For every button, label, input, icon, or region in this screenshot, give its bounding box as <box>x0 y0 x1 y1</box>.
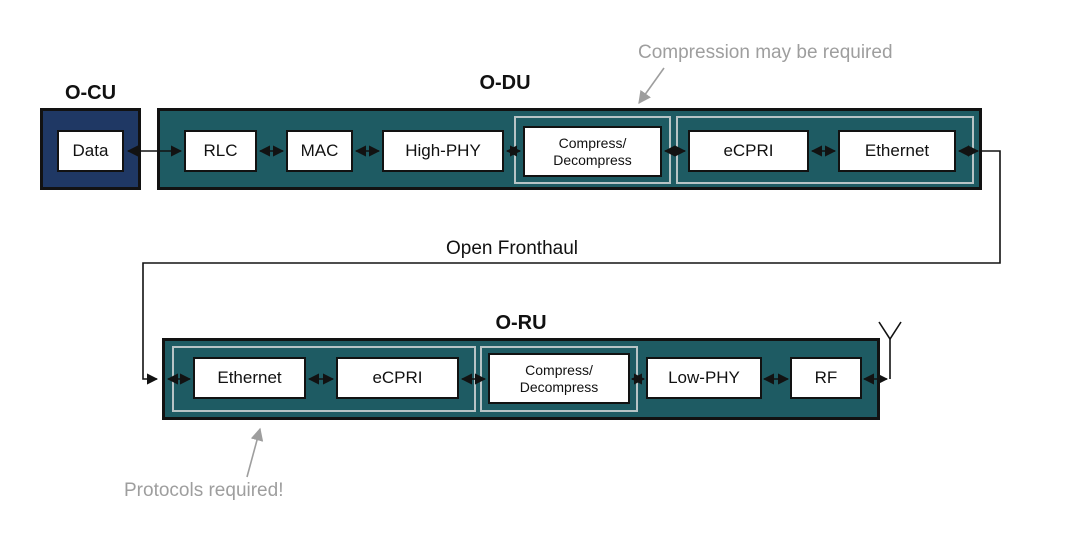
block-high-phy: High-PHY <box>382 130 504 172</box>
block-odu-ethernet: Ethernet <box>838 130 956 172</box>
block-odu-compress: Compress/ Decompress <box>523 126 662 177</box>
block-oru-compress: Compress/ Decompress <box>488 353 630 404</box>
block-oru-ethernet: Ethernet <box>193 357 306 399</box>
oru-title: O-RU <box>495 312 547 334</box>
protocols-note-pointer <box>246 427 264 478</box>
block-data: Data <box>57 130 124 172</box>
block-rf: RF <box>790 357 862 399</box>
ocu-container <box>40 108 141 190</box>
compression-note: Compression may be required <box>638 42 893 63</box>
protocols-note: Protocols required! <box>124 480 284 501</box>
block-low-phy: Low-PHY <box>646 357 762 399</box>
block-rlc: RLC <box>184 130 257 172</box>
block-oru-ecpri: eCPRI <box>336 357 459 399</box>
block-odu-ecpri: eCPRI <box>688 130 809 172</box>
open-fronthaul-label: Open Fronthaul <box>445 238 579 259</box>
ocu-title: O-CU <box>64 82 117 104</box>
odu-title: O-DU <box>479 72 531 94</box>
antenna-icon <box>878 321 902 379</box>
block-oru-compress-line2: Decompress <box>519 378 599 395</box>
block-odu-compress-line2: Decompress <box>553 151 632 168</box>
block-mac: MAC <box>286 130 353 172</box>
block-oru-compress-line1: Compress/ <box>525 361 593 378</box>
block-odu-compress-line1: Compress/ <box>558 134 627 151</box>
compression-note-pointer <box>638 67 665 105</box>
